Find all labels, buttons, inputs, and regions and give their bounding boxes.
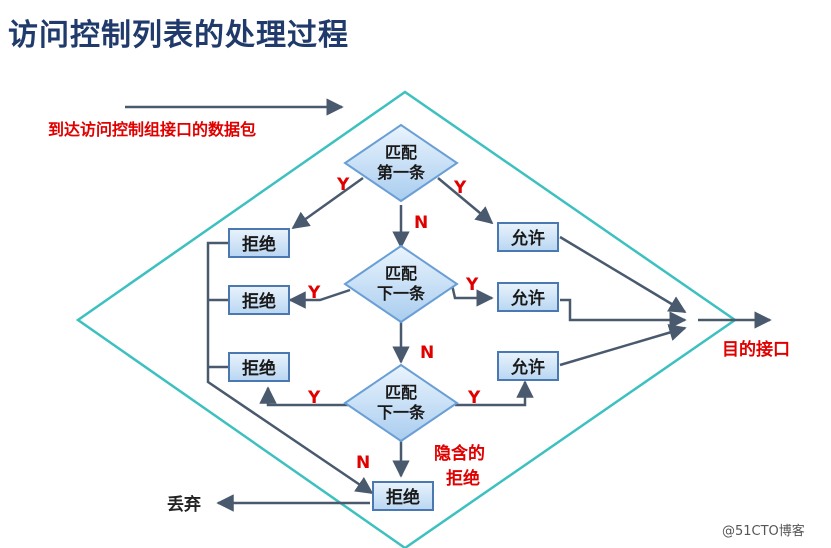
outer-diamond bbox=[75, 90, 738, 548]
implicit-deny-label-line1: 隐含的 bbox=[434, 443, 485, 464]
decision-next-2-line1: 匹配 bbox=[385, 383, 417, 402]
deny-box-2: 拒绝 bbox=[228, 285, 290, 315]
deny-collector-line bbox=[206, 241, 374, 495]
no-label-first: N bbox=[414, 213, 428, 233]
svg-text:拒绝: 拒绝 bbox=[242, 358, 276, 379]
deny-box-1: 拒绝 bbox=[228, 228, 290, 258]
arrow-next2-to-deny3 bbox=[259, 386, 348, 407]
yes-label-next2-left: Y bbox=[307, 388, 321, 408]
yes-label-first-right: Y bbox=[453, 178, 467, 198]
yes-label-next1-left: Y bbox=[307, 283, 321, 303]
yes-label-first-left: Y bbox=[336, 175, 350, 195]
decision-first: 匹配 第一条 bbox=[343, 123, 459, 203]
no-label-next2: N bbox=[356, 453, 370, 473]
implicit-deny-label-line2: 拒绝 bbox=[446, 468, 480, 489]
permit-box-1: 允许 bbox=[497, 222, 559, 252]
decision-next-1-line1: 匹配 bbox=[385, 264, 417, 283]
destination-label: 目的接口 bbox=[722, 339, 790, 360]
discard-label: 丢弃 bbox=[167, 494, 201, 515]
arrow-next2-to-permit3 bbox=[455, 380, 534, 407]
decision-next-1: 匹配 下一条 bbox=[343, 244, 459, 324]
arrow-next1-to-deny2 bbox=[288, 288, 351, 309]
watermark: @51CTO博客 bbox=[722, 523, 805, 539]
yes-label-next2-right: Y bbox=[467, 388, 481, 408]
no-label-next1: N bbox=[420, 343, 434, 363]
arrow-first-to-deny1 bbox=[291, 176, 364, 230]
decision-next-2-line2: 下一条 bbox=[377, 403, 426, 422]
deny-box-implicit: 拒绝 bbox=[372, 481, 434, 511]
svg-text:拒绝: 拒绝 bbox=[242, 234, 276, 255]
decision-next-1-line2: 下一条 bbox=[377, 284, 426, 303]
arrow-permit1-to-dest bbox=[559, 235, 687, 314]
arrow-permit2-to-dest bbox=[560, 298, 687, 329]
permit-box-2: 允许 bbox=[497, 282, 559, 312]
svg-text:拒绝: 拒绝 bbox=[242, 291, 276, 312]
incoming-label: 到达访问控制组接口的数据包 bbox=[48, 120, 256, 139]
arrow-permit3-to-dest bbox=[559, 324, 687, 367]
decision-first-line1: 匹配 bbox=[385, 143, 417, 162]
decision-next-2: 匹配 下一条 bbox=[343, 363, 459, 443]
arrow-next1-to-permit2 bbox=[450, 284, 494, 307]
svg-text:拒绝: 拒绝 bbox=[386, 487, 420, 508]
permit-box-3: 允许 bbox=[497, 351, 559, 381]
yes-label-next1-right: Y bbox=[465, 275, 479, 295]
decision-first-line2: 第一条 bbox=[377, 163, 426, 182]
svg-text:允许: 允许 bbox=[510, 228, 545, 249]
deny-box-3: 拒绝 bbox=[228, 352, 290, 382]
page-title: 访问控制列表的处理过程 bbox=[8, 18, 349, 53]
svg-text:允许: 允许 bbox=[510, 288, 545, 309]
arrow-first-to-permit1 bbox=[437, 177, 494, 225]
svg-text:允许: 允许 bbox=[510, 357, 545, 378]
